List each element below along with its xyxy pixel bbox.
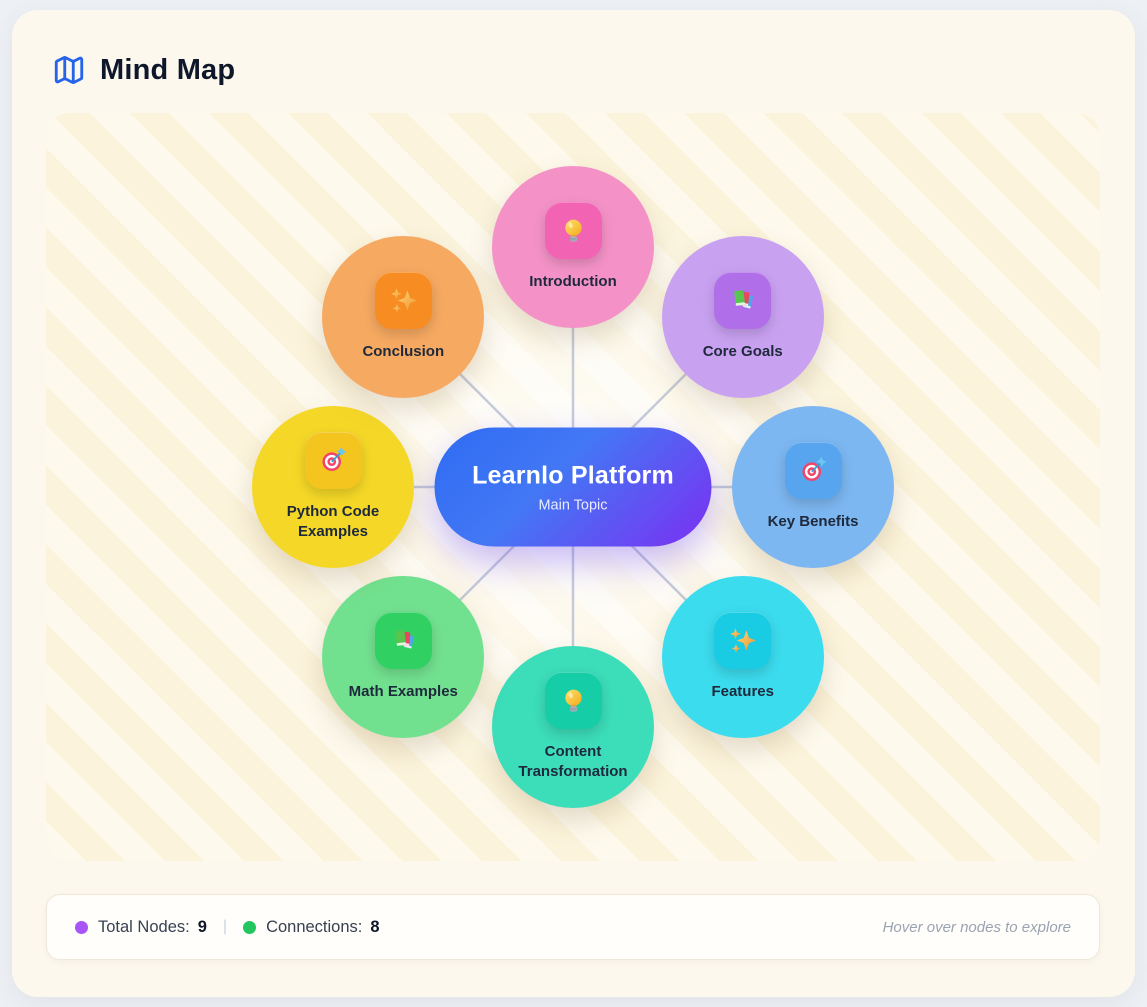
node-label: Python Code Examples [286,502,380,540]
header: Mind Map [52,50,235,90]
node-label: Features [711,682,774,700]
target-icon [798,455,829,486]
mindmap-node[interactable]: Python Code Examples [252,406,414,568]
center-node-subtitle: Main Topic [538,497,608,513]
lightbulb-icon [558,215,589,246]
node-label: Key Benefits [767,512,859,530]
mindmap-node[interactable]: Math Examples [322,575,485,738]
footer-statusbar: Total Nodes: 9 | Connections: 8 Hover ov… [46,894,1100,960]
node-icon-badge [544,201,602,259]
connections-dot [243,920,257,934]
node-label: Introduction [529,272,617,290]
mindmap-node[interactable]: Features [661,575,824,738]
node-label: Content Transformation [518,742,628,780]
node-icon-badge [714,611,772,669]
mindmap-node[interactable]: Core Goals [661,236,824,399]
sparkles-icon [388,285,419,316]
mindmap-node[interactable]: Content Transformation [492,646,654,808]
node-icon-badge [714,272,772,330]
connections-value: 8 [370,917,380,936]
node-label: Math Examples [348,682,458,700]
sparkles-icon [727,625,758,656]
node-icon-badge [374,611,432,669]
books-icon [727,285,758,316]
total-nodes-dot [75,920,88,934]
map-icon [54,56,84,84]
books-icon [388,625,419,656]
mindmap-card: Mind Map Learnlo Platform Main Topic Int… [12,10,1135,997]
node-icon-badge [304,431,362,489]
total-nodes-value: 9 [197,917,207,936]
hover-hint: Hover over nodes to explore [882,918,1071,936]
node-icon-badge [374,272,432,330]
mindmap-node[interactable]: Introduction [492,166,654,328]
mindmap-node[interactable]: Conclusion [322,236,485,399]
stat-divider: | [222,918,228,935]
node-icon-badge [544,671,602,729]
lightbulb-icon [558,685,589,716]
total-nodes-label: Total Nodes: [98,917,190,936]
center-node[interactable]: Learnlo Platform Main Topic [434,427,712,547]
node-icon-badge [784,441,842,499]
connections-label: Connections: [266,917,363,936]
node-label: Conclusion [362,343,445,361]
total-nodes-stat: Total Nodes: 9 [75,918,207,937]
page-title: Mind Map [100,53,236,86]
connections-stat: Connections: 8 [243,918,380,937]
node-label: Core Goals [702,343,783,361]
target-icon [318,445,349,476]
center-node-title: Learnlo Platform [472,461,674,489]
mindmap-canvas: Learnlo Platform Main Topic Introduction [46,113,1100,861]
mindmap-node[interactable]: Key Benefits [732,406,894,568]
